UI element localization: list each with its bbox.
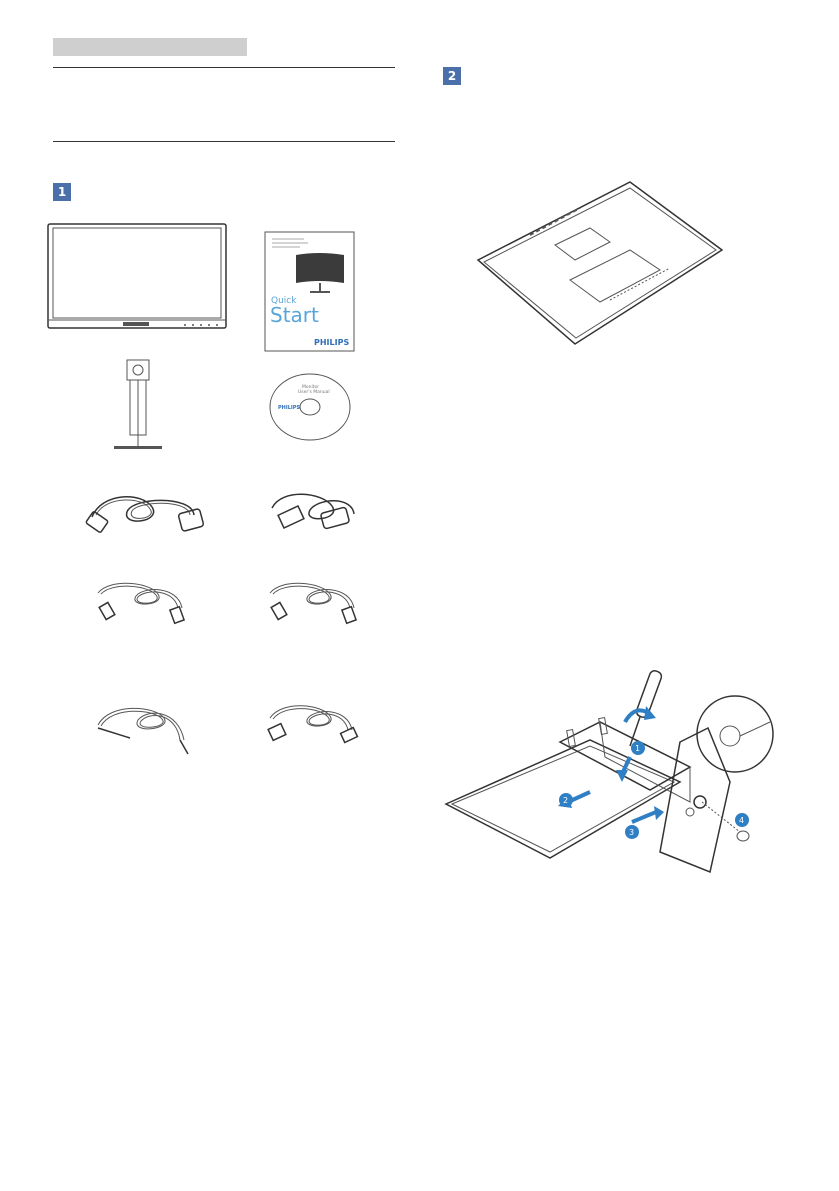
callout-2: 2 [563,796,568,805]
cd-brand: PHILIPS [278,405,300,411]
stand-removal-illustration: 1 2 3 4 [444,670,774,874]
quick-start-large-label: Start [270,303,319,327]
hdmi-cable-illustration [97,582,186,625]
callout-4: 4 [739,816,744,825]
step-2-badge: 2 [443,67,461,85]
section-header-bar [53,38,247,56]
hdmi-cable-2-illustration [269,582,358,625]
cd-line-1: Monitor [302,384,319,390]
quick-start-brand: PHILIPS [314,338,349,347]
callout-3: 3 [629,828,634,837]
stand-base-illustration [114,359,162,449]
top-rule [53,67,395,68]
monitor-front-illustration [47,223,227,329]
cd-rom-illustration: Monitor User's Manual PHILIPS [269,373,351,441]
callout-1: 1 [635,744,640,753]
step-1-badge: 1 [53,183,71,201]
audio-cable-illustration [97,707,189,755]
quick-start-small-label: Quick [271,296,297,306]
quick-start-guide-illustration: Quick Start PHILIPS [264,231,355,352]
usb-cable-illustration [267,705,359,744]
bottom-rule [53,141,395,142]
vga-cable-illustration [271,493,355,530]
power-cord-illustration [85,496,205,533]
monitor-face-down-illustration [476,181,724,345]
cd-line-2: User's Manual [298,389,330,395]
